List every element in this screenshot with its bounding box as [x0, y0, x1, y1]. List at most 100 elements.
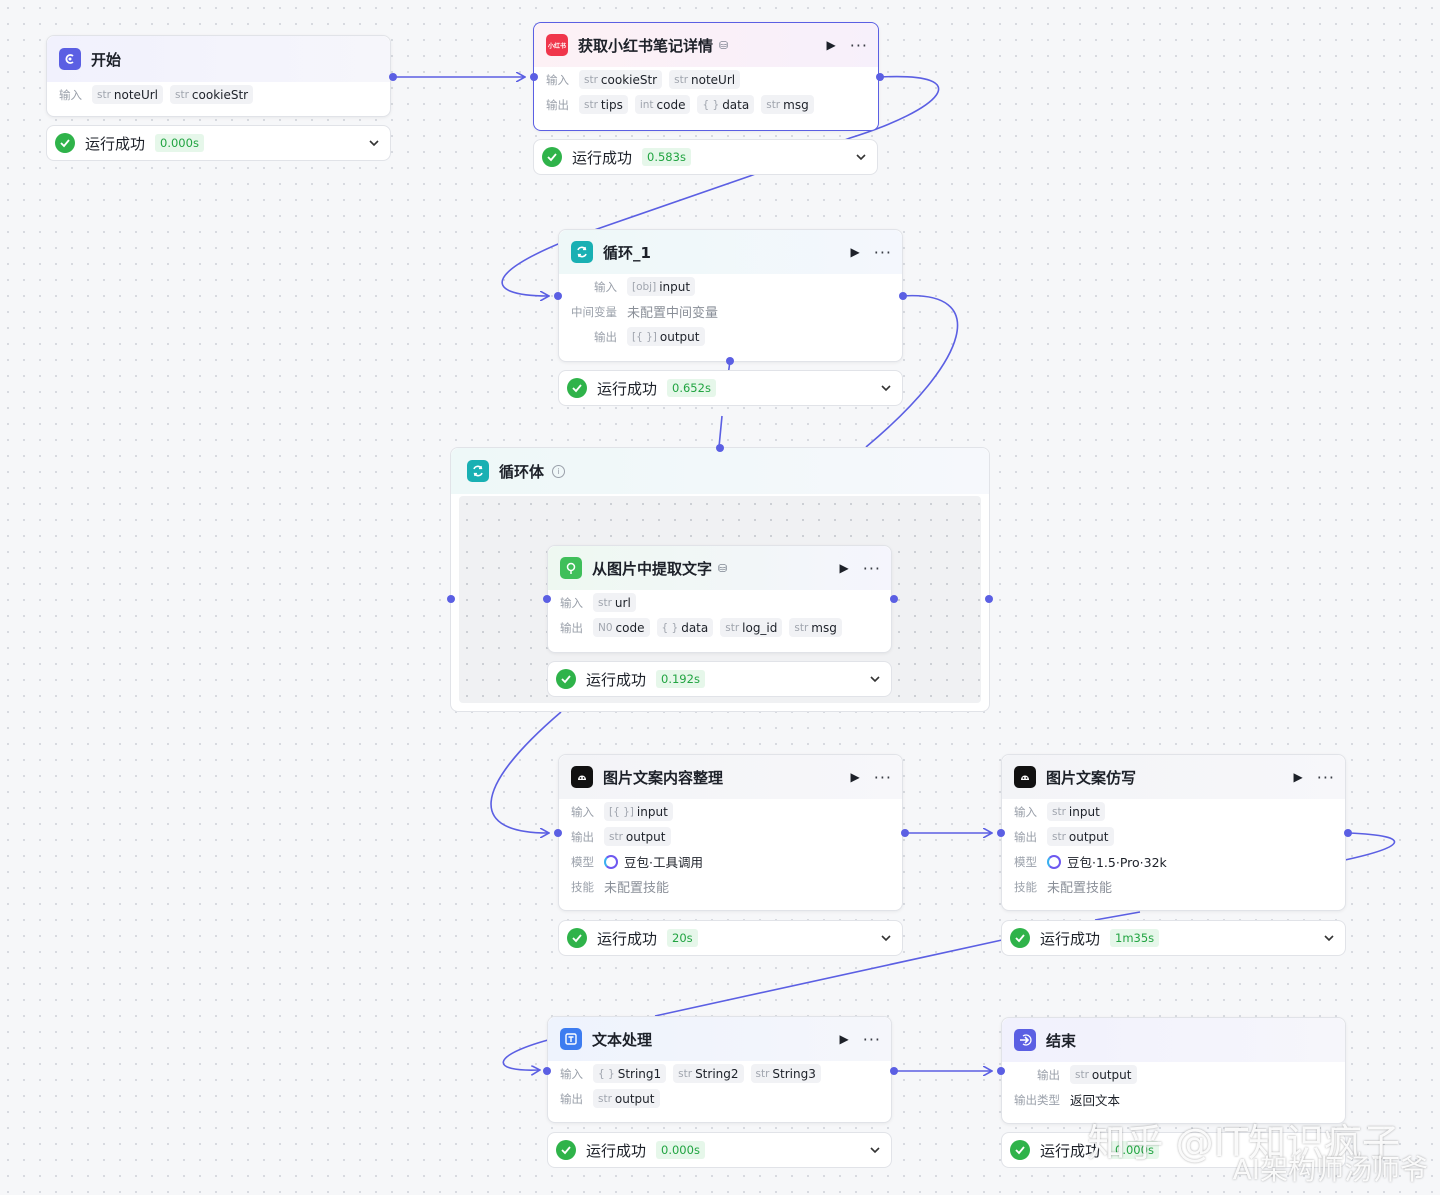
input-port[interactable]	[554, 292, 562, 300]
edge-loop-organize	[490, 711, 562, 833]
param-pill: { }String1	[593, 1064, 667, 1083]
status-time: 0.192s	[656, 670, 705, 688]
status-time: 0.583s	[642, 148, 691, 166]
output-port[interactable]	[901, 829, 909, 837]
status-bar-xhs[interactable]: 运行成功 0.583s	[533, 139, 878, 175]
input-row: 输入 [obj]input	[559, 274, 902, 299]
node-title: 开始	[91, 50, 122, 69]
model-label: 模型	[571, 854, 594, 869]
chevron-down-icon[interactable]	[368, 137, 380, 149]
chevron-down-icon[interactable]	[855, 151, 867, 163]
input-port[interactable]	[543, 1067, 551, 1075]
more-icon[interactable]: ···	[862, 1029, 881, 1049]
skill-value: 未配置技能	[1047, 881, 1113, 896]
play-icon[interactable]: ▶	[826, 38, 836, 52]
more-icon[interactable]: ···	[873, 767, 892, 787]
loop-body-left-port[interactable]	[447, 595, 455, 603]
more-icon[interactable]: ···	[1316, 767, 1335, 787]
status-text: 运行成功	[85, 134, 146, 153]
play-icon[interactable]: ▶	[1293, 770, 1303, 784]
status-bar-organize[interactable]: 运行成功 20s	[558, 920, 903, 956]
skill-label: 技能	[571, 879, 594, 894]
output-label: 输出	[560, 1091, 583, 1106]
info-icon[interactable]: i	[552, 464, 566, 478]
play-icon[interactable]: ▶	[839, 561, 849, 575]
more-icon[interactable]: ···	[873, 242, 892, 262]
output-port[interactable]	[890, 595, 898, 603]
status-bar-imitate[interactable]: 运行成功 1m35s	[1001, 920, 1346, 956]
output-label: 输出	[571, 829, 594, 844]
output-port[interactable]	[876, 73, 884, 81]
model-label: 模型	[1014, 854, 1037, 869]
loop-body-port[interactable]	[726, 357, 734, 365]
output-row: 输出 [{ }]output	[559, 324, 902, 349]
status-bar-ocr[interactable]: 运行成功 0.192s	[547, 661, 892, 697]
check-icon	[1010, 928, 1030, 948]
param-pill: { }data	[697, 95, 755, 114]
param-pill: [obj]input	[627, 277, 696, 296]
chevron-down-icon[interactable]	[880, 932, 892, 944]
chevron-down-icon[interactable]	[1323, 932, 1335, 944]
play-icon[interactable]: ▶	[850, 770, 860, 784]
param-pill: [{ }]input	[604, 802, 673, 821]
input-port[interactable]	[543, 595, 551, 603]
play-icon[interactable]: ▶	[839, 1032, 849, 1046]
node-loop[interactable]: 循环_1 ▶ ··· 输入 [obj]input 中间变量 未配置中间变量 输出…	[558, 229, 903, 362]
input-port[interactable]	[530, 73, 538, 81]
loop-body-in-port[interactable]	[716, 444, 724, 452]
output-port[interactable]	[1344, 829, 1352, 837]
status-bar-end[interactable]: 运行成功 0.000s	[1001, 1132, 1346, 1168]
output-port[interactable]	[890, 1067, 898, 1075]
status-bar-start[interactable]: 运行成功 0.000s	[46, 125, 391, 161]
status-text: 运行成功	[1040, 1141, 1101, 1160]
more-icon[interactable]: ···	[862, 558, 881, 578]
status-bar-text[interactable]: 运行成功 0.000s	[547, 1132, 892, 1168]
play-icon[interactable]: ▶	[850, 245, 860, 259]
output-port[interactable]	[389, 73, 397, 81]
status-text: 运行成功	[586, 670, 647, 689]
status-bar-loop[interactable]: 运行成功 0.652s	[558, 370, 903, 406]
param-pill: [{ }]output	[627, 327, 705, 346]
check-icon	[556, 669, 576, 689]
model-value: 豆包·工具调用	[624, 855, 703, 870]
output-port[interactable]	[899, 292, 907, 300]
doubao-model-icon	[1047, 854, 1061, 869]
skill-label: 技能	[1014, 879, 1037, 894]
text-process-icon	[560, 1028, 582, 1050]
status-text: 运行成功	[597, 379, 658, 398]
loop-body-header: 循环体 i	[451, 448, 989, 494]
mid-var-value: 未配置中间变量	[627, 306, 719, 321]
input-port[interactable]	[997, 829, 1005, 837]
loop-body-right-port[interactable]	[985, 595, 993, 603]
status-text: 运行成功	[1040, 929, 1101, 948]
skill-row: 技能 未配置技能	[559, 874, 902, 899]
watermark-line1: 知乎 @IT知识疯子	[1087, 1121, 1401, 1165]
input-port[interactable]	[997, 1067, 1005, 1075]
llm-icon	[571, 766, 593, 788]
chevron-down-icon[interactable]	[869, 673, 881, 685]
input-port[interactable]	[554, 829, 562, 837]
check-icon	[567, 928, 587, 948]
chevron-down-icon[interactable]	[869, 1144, 881, 1156]
chevron-down-icon[interactable]	[880, 382, 892, 394]
node-title: 结束	[1046, 1031, 1077, 1050]
more-icon[interactable]: ···	[849, 35, 868, 55]
